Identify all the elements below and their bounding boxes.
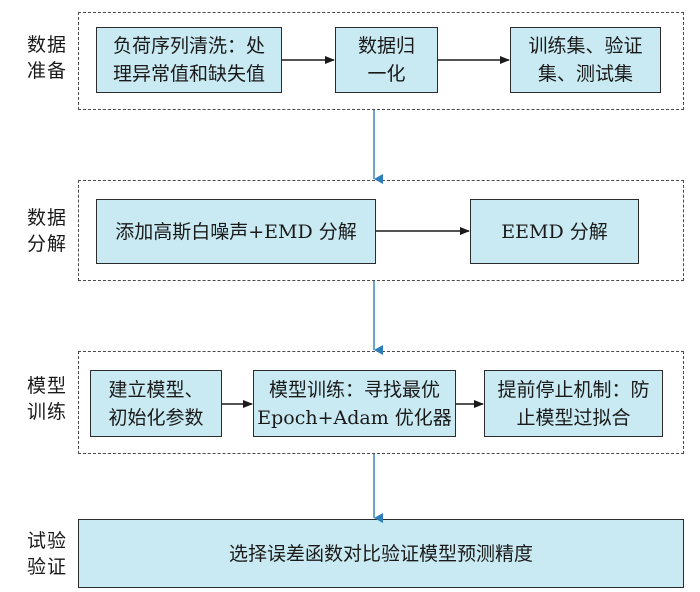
box-eemd: EEMD 分解 — [470, 199, 639, 264]
box-normalization: 数据归 一化 — [335, 27, 438, 93]
stage-label-experiment-validation: 试验 验证 — [26, 530, 67, 578]
stage-label-data-preparation: 数据 准备 — [26, 34, 67, 82]
stage-label-data-decomposition: 数据 分解 — [26, 207, 67, 255]
box-sequence-cleaning: 负荷序列清洗：处 理异常值和缺失值 — [96, 27, 282, 93]
box-white-noise-emd: 添加高斯白噪声+EMD 分解 — [96, 199, 376, 264]
box-build-model: 建立模型、 初始化参数 — [90, 370, 222, 437]
box-error-validation: 选择误差函数对比验证模型预测精度 — [78, 519, 684, 588]
box-model-training: 模型训练：寻找最优 Epoch+Adam 优化器 — [253, 370, 456, 437]
box-dataset-split: 训练集、验证 集、测试集 — [510, 27, 661, 93]
box-early-stopping: 提前停止机制：防 止模型过拟合 — [484, 370, 663, 437]
stage-label-model-training: 模型 训练 — [26, 375, 67, 423]
group-data-preparation — [78, 12, 684, 110]
